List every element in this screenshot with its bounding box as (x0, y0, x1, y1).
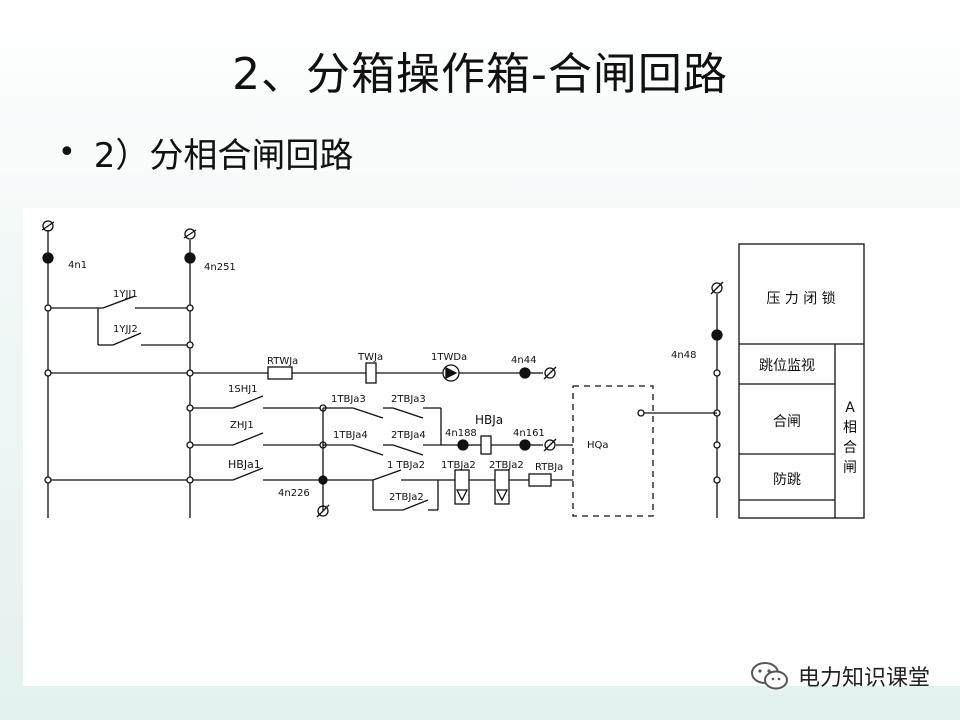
table-side-he: 合 (843, 440, 857, 456)
label-2tbja2-coil: 2TBJa2 (489, 460, 524, 471)
bullet-item: • 2）分相合闸回路 (58, 128, 353, 177)
table-anti-jump: 防跳 (773, 472, 801, 488)
bullet-marker: • (58, 135, 76, 170)
label-4n48: 4n48 (671, 350, 696, 361)
table-close: 合闸 (773, 414, 801, 430)
label-1yjj1: 1YJJ1 (113, 289, 138, 300)
watermark: 电力知识课堂 (748, 658, 930, 694)
label-twja: TWJa (357, 352, 383, 363)
table-side-a: A (845, 400, 855, 416)
label-rtbja: RTBJa (535, 462, 563, 473)
table-pressure-lock: 压 力 闭 锁 (766, 291, 835, 307)
label-2tbja4: 2TBJa4 (391, 430, 426, 441)
label-1shj1: 1SHJ1 (228, 384, 258, 395)
label-hqa: HQa (587, 440, 609, 451)
label-1tbja3: 1TBJa3 (331, 394, 366, 405)
circuit-diagram: 4n1 4n251 1YJJ1 1YJJ2 RTWJa TWJa 1TWDa 4… (23, 208, 960, 686)
bullet-text: 2）分相合闸回路 (93, 136, 354, 176)
label-4n226: 4n226 (278, 488, 310, 499)
label-4n1: 4n1 (68, 260, 87, 271)
label-1yjj2: 1YJJ2 (113, 324, 138, 335)
label-1tbja2: 1 TBJa2 (387, 460, 425, 471)
table-trip-monitor: 跳位监视 (759, 358, 815, 374)
table-side-zha: 闸 (843, 460, 857, 476)
label-4n44: 4n44 (511, 355, 536, 366)
label-4n188: 4n188 (445, 428, 477, 439)
label-2tbja2: 2TBJa2 (389, 492, 424, 503)
circuit-svg: 4n1 4n251 1YJJ1 1YJJ2 RTWJa TWJa 1TWDa 4… (41, 220, 865, 519)
label-4n251: 4n251 (204, 262, 236, 273)
label-2tbja3: 2TBJa3 (391, 394, 426, 405)
slide-title: 2、分箱操作箱-合闸回路 (232, 49, 728, 100)
label-hbja: HBJa (475, 413, 503, 427)
label-hbja1: HBJa1 (228, 458, 261, 471)
wechat-icon (750, 662, 788, 690)
watermark-text: 电力知识课堂 (797, 666, 930, 691)
label-rtwja: RTWJa (267, 356, 298, 367)
label-4n161: 4n161 (513, 428, 545, 439)
label-1tbja2-coil: 1TBJa2 (441, 460, 476, 471)
label-1twda: 1TWDa (431, 352, 467, 363)
table-side-phase: 相 (843, 420, 857, 436)
label-1tbja4: 1TBJa4 (333, 430, 368, 441)
label-zhj1: ZHJ1 (230, 420, 254, 431)
